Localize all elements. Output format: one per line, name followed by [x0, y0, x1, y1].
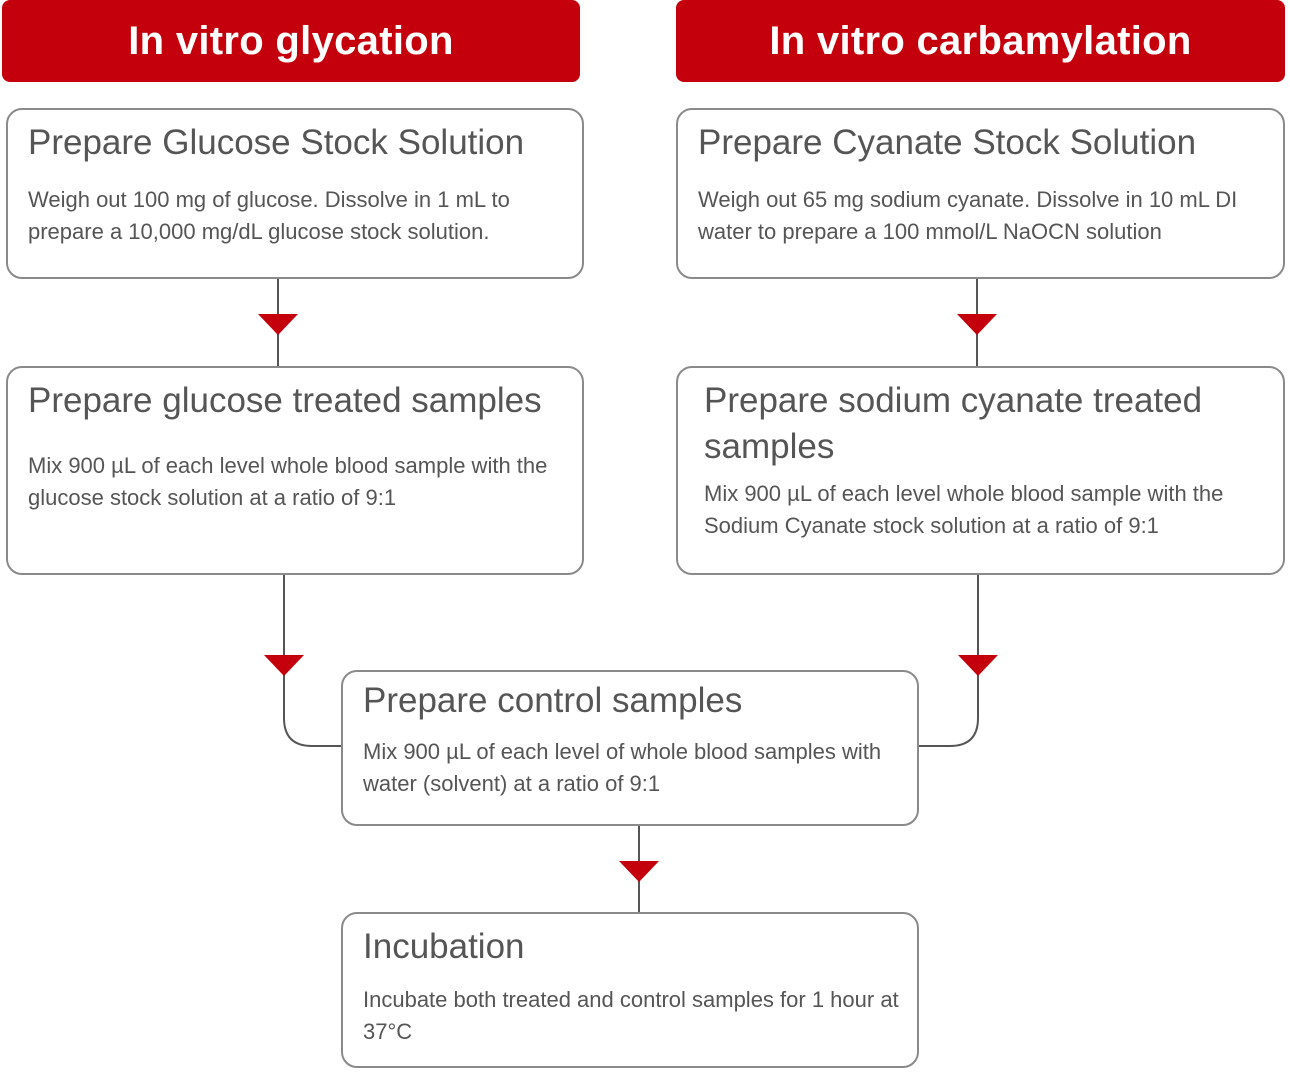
connector-line — [919, 575, 979, 747]
step-title: Incubation — [363, 927, 525, 966]
step-glucose-stock: Prepare Glucose Stock Solution Weigh out… — [6, 108, 584, 279]
arrow-down-icon — [957, 314, 997, 335]
step-cyanate-stock: Prepare Cyanate Stock Solution Weigh out… — [676, 108, 1285, 279]
connector-line — [283, 575, 341, 747]
arrow-down-icon — [958, 655, 998, 676]
step-description: Mix 900 µL of each level whole blood sam… — [28, 453, 548, 510]
step-description: Incubate both treated and control sample… — [363, 987, 899, 1044]
header-carbamylation: In vitro carbamylation — [676, 0, 1285, 82]
header-glycation: In vitro glycation — [2, 0, 580, 82]
step-incubation: Incubation Incubate both treated and con… — [341, 912, 919, 1068]
step-cyanate-treated: Prepare sodium cyanate treated samples M… — [676, 366, 1285, 575]
step-description: Mix 900 µL of each level whole blood sam… — [704, 481, 1224, 538]
step-glucose-treated: Prepare glucose treated samples Mix 900 … — [6, 366, 584, 575]
arrow-down-icon — [258, 314, 298, 335]
arrow-down-icon — [619, 861, 659, 882]
step-title: Prepare control samples — [363, 681, 743, 720]
step-description: Mix 900 µL of each level of whole blood … — [363, 739, 882, 796]
arrow-down-icon — [264, 655, 304, 676]
step-title: Prepare sodium cyanate treated samples — [704, 381, 1203, 466]
step-description: Weigh out 65 mg sodium cyanate. Dissolve… — [698, 187, 1238, 244]
step-title: Prepare Glucose Stock Solution — [28, 123, 525, 162]
step-title: Prepare Cyanate Stock Solution — [698, 123, 1197, 162]
step-description: Weigh out 100 mg of glucose. Dissolve in… — [28, 187, 510, 244]
step-control-samples: Prepare control samples Mix 900 µL of ea… — [341, 670, 919, 826]
step-title: Prepare glucose treated samples — [28, 381, 542, 420]
